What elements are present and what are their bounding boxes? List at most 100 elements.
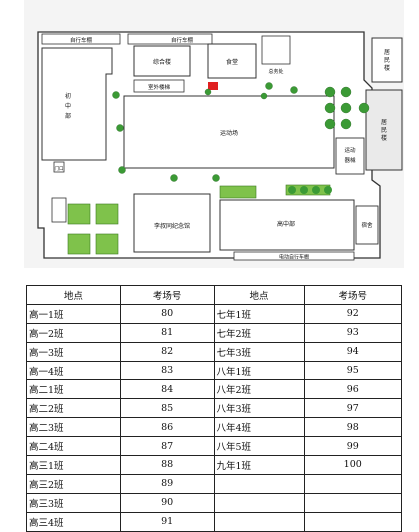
field-trees xyxy=(112,82,298,182)
senior-high-label: 高中部 xyxy=(277,220,295,228)
location-cell: 高二1班 xyxy=(26,379,121,400)
entrance-label: 门口 xyxy=(55,165,64,172)
header-location-1: 地点 xyxy=(26,285,121,305)
sports-equipment-label-2: 器械 xyxy=(344,156,356,164)
location-cell: 高三3班 xyxy=(26,492,121,513)
location-cell: 八年2班 xyxy=(213,379,305,400)
location-cell: 高一3班 xyxy=(26,341,121,362)
room-number-cell: 97 xyxy=(303,398,402,419)
green-fields xyxy=(67,203,119,255)
canteen-label: 食堂 xyxy=(226,58,238,66)
location-cell: 七年3班 xyxy=(213,341,305,362)
location-cell: 高三4班 xyxy=(26,511,121,532)
location-cell: 九年1班 xyxy=(213,455,305,475)
residential-right-label-3: 楼 xyxy=(381,134,387,142)
general-affairs-label: 总务处 xyxy=(268,68,283,75)
hedge-right-trees xyxy=(288,186,332,194)
sports-equipment xyxy=(335,137,365,175)
header-room-number-2: 考场号 xyxy=(303,285,402,305)
room-number-cell: 83 xyxy=(119,360,215,381)
residential-top-label-1: 居 xyxy=(384,49,390,56)
location-cell: 八年3班 xyxy=(213,398,305,419)
residential-right-label-1: 居 xyxy=(381,119,387,126)
table-header-row: 地点 考场号 地点 考场号 xyxy=(26,285,402,305)
room-number-cell: 87 xyxy=(119,436,215,457)
location-cell xyxy=(213,511,305,532)
residential-top-label-3: 楼 xyxy=(384,64,390,72)
location-cell: 高三2班 xyxy=(26,473,121,494)
memorial-hall xyxy=(133,193,211,253)
location-cell: 高二3班 xyxy=(26,417,121,438)
room-number-cell: 90 xyxy=(119,492,215,513)
hedge-middle xyxy=(219,185,257,199)
room-number-cell: 81 xyxy=(119,322,215,343)
room-number-cell: 92 xyxy=(303,303,402,324)
location-cell: 高一2班 xyxy=(26,322,121,343)
sports-field xyxy=(123,95,335,169)
entrance xyxy=(53,161,65,173)
residential-right xyxy=(365,89,403,171)
junior-high-label-2: 中 xyxy=(65,102,71,110)
room-number-cell: 88 xyxy=(119,455,215,475)
location-cell: 高三1班 xyxy=(26,455,121,475)
header-room-number-1: 考场号 xyxy=(119,285,215,305)
sports-field-label: 运动场 xyxy=(220,129,238,137)
canteen xyxy=(207,43,257,79)
room-number-cell: 86 xyxy=(119,417,215,438)
dormitory xyxy=(355,205,379,245)
general-affairs xyxy=(261,35,291,65)
comprehensive-building xyxy=(133,45,191,77)
comprehensive-building-label: 综合楼 xyxy=(153,58,171,66)
room-number-cell: 84 xyxy=(119,379,215,400)
location-cell: 七年1班 xyxy=(213,303,305,324)
location-cell xyxy=(213,492,305,513)
ebike-shed xyxy=(233,251,355,261)
junior-high-label-3: 部 xyxy=(65,112,71,120)
bike-shed-top-left xyxy=(41,33,121,45)
room-number-cell xyxy=(303,473,402,494)
bike-shed-top-left-label: 自行车棚 xyxy=(70,36,93,44)
junior-high-building xyxy=(41,47,113,161)
room-number-cell: 82 xyxy=(119,341,215,362)
location-cell: 七年2班 xyxy=(213,322,305,343)
room-number-cell: 93 xyxy=(303,322,402,343)
room-number-cell: 98 xyxy=(303,417,402,438)
room-number-cell: 95 xyxy=(303,360,402,381)
room-number-cell: 94 xyxy=(303,341,402,362)
room-number-cell: 89 xyxy=(119,473,215,494)
location-cell: 高二2班 xyxy=(26,398,121,419)
location-cell: 八年1班 xyxy=(213,360,305,381)
location-cell: 高二4班 xyxy=(26,436,121,457)
room-number-cell: 80 xyxy=(119,303,215,324)
header-location-2: 地点 xyxy=(213,285,305,305)
location-cell: 高一4班 xyxy=(26,360,121,381)
tree-grid xyxy=(324,86,370,130)
residential-top-label-2: 民 xyxy=(384,57,390,64)
location-cell: 八年4班 xyxy=(213,417,305,438)
junior-high-label-1: 初 xyxy=(65,92,71,100)
campus-map: 自行车棚 自行车棚 初 中 部 综合楼 食堂 总务处 室外楼梯 居 民 楼 居 … xyxy=(24,0,404,268)
location-cell: 高一1班 xyxy=(26,303,121,324)
memorial-hall-label: 李叔同纪念馆 xyxy=(154,222,190,230)
flag-marker xyxy=(208,82,218,90)
room-number-cell: 99 xyxy=(303,436,402,457)
room-number-cell xyxy=(303,511,402,532)
outdoor-stairs xyxy=(133,79,185,93)
location-cell xyxy=(213,473,305,494)
small-building-left xyxy=(51,197,67,223)
senior-high-building xyxy=(219,199,355,251)
room-number-cell: 100 xyxy=(303,455,402,475)
room-number-cell xyxy=(303,492,402,513)
